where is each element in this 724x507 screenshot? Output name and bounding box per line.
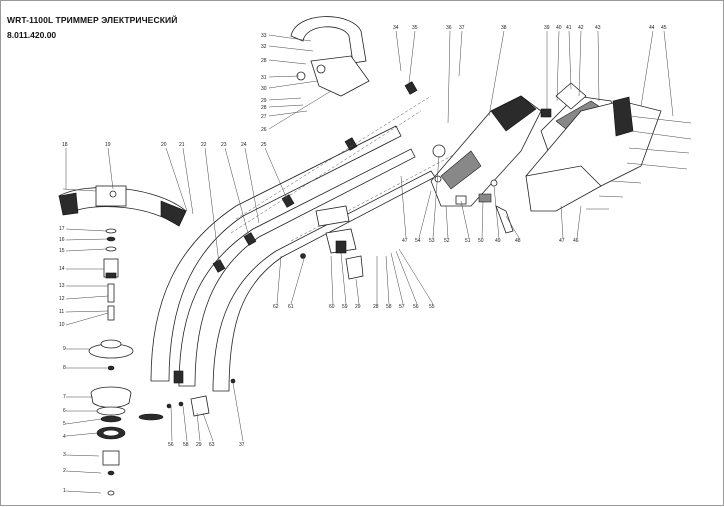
callout-17: 17 bbox=[59, 226, 65, 232]
callout-50: 50 bbox=[478, 238, 484, 244]
callout-47-left: 47 bbox=[402, 238, 408, 244]
callout-29-mid: 29 bbox=[355, 304, 361, 310]
callout-52: 52 bbox=[444, 238, 450, 244]
shaft-end-cap bbox=[173, 370, 184, 384]
callout-54: 54 bbox=[415, 238, 421, 244]
callout-31: 31 bbox=[261, 75, 267, 81]
callout-14: 14 bbox=[59, 266, 65, 272]
callout-60: 60 bbox=[329, 304, 335, 310]
callout-29-low: 29 bbox=[196, 442, 202, 448]
callout-18: 18 bbox=[62, 142, 68, 148]
callout-27: 27 bbox=[261, 114, 267, 120]
callout-62: 62 bbox=[273, 304, 279, 310]
front-handle-clamp bbox=[300, 205, 364, 280]
shaft-clamp-lower bbox=[166, 378, 236, 417]
callout-7: 7 bbox=[63, 394, 66, 400]
callout-51: 51 bbox=[465, 238, 471, 244]
callout-61: 61 bbox=[288, 304, 294, 310]
callout-26: 26 bbox=[261, 127, 267, 133]
callout-33: 33 bbox=[261, 33, 267, 39]
callout-36: 36 bbox=[446, 25, 452, 31]
callout-13: 13 bbox=[59, 283, 65, 289]
callout-1: 1 bbox=[63, 488, 66, 494]
callout-40: 40 bbox=[556, 25, 562, 31]
leader-lines bbox=[65, 30, 674, 494]
callout-45: 45 bbox=[661, 25, 667, 31]
callout-19: 19 bbox=[105, 142, 111, 148]
housing-screws bbox=[586, 115, 692, 210]
callout-5: 5 bbox=[63, 421, 66, 427]
callout-8: 8 bbox=[63, 365, 66, 371]
motor-housing-left bbox=[430, 95, 542, 207]
callout-21: 21 bbox=[179, 142, 185, 148]
callout-49: 49 bbox=[495, 238, 501, 244]
callout-53: 53 bbox=[429, 238, 435, 244]
callout-9: 9 bbox=[63, 346, 66, 352]
callout-56: 56 bbox=[413, 304, 419, 310]
callout-42: 42 bbox=[578, 25, 584, 31]
callout-39: 39 bbox=[544, 25, 550, 31]
callout-30: 30 bbox=[261, 86, 267, 92]
callout-44: 44 bbox=[649, 25, 655, 31]
callout-63: 63 bbox=[209, 442, 215, 448]
callout-58-low: 58 bbox=[183, 442, 189, 448]
callout-2: 2 bbox=[63, 468, 66, 474]
callout-11: 11 bbox=[59, 309, 64, 315]
small-motor-parts bbox=[455, 179, 514, 234]
callout-6: 6 bbox=[63, 408, 66, 414]
callout-15: 15 bbox=[59, 248, 65, 254]
callout-28: 28 bbox=[261, 105, 267, 111]
callout-10: 10 bbox=[59, 322, 65, 328]
loop-handle bbox=[290, 16, 370, 97]
callout-37: 37 bbox=[239, 442, 245, 448]
callout-20: 20 bbox=[161, 142, 167, 148]
callout-28-mid: 28 bbox=[373, 304, 379, 310]
trimmer-guard bbox=[58, 185, 187, 227]
callout-25-shaft: 25 bbox=[261, 142, 267, 148]
callout-38: 38 bbox=[501, 25, 507, 31]
callout-12: 12 bbox=[59, 296, 65, 302]
callout-34: 34 bbox=[393, 25, 399, 31]
callout-29-top: 29 bbox=[261, 98, 267, 104]
callout-24: 24 bbox=[241, 142, 247, 148]
callout-58: 58 bbox=[386, 304, 392, 310]
callout-47: 47 bbox=[559, 238, 565, 244]
drawing-title: WRT-1100L ТРИММЕР ЭЛЕКТРИЧЕСКИЙ bbox=[7, 15, 178, 25]
callout-4: 4 bbox=[63, 434, 66, 440]
callout-37-top: 37 bbox=[459, 25, 465, 31]
callout-32: 32 bbox=[261, 44, 267, 50]
callout-23: 23 bbox=[221, 142, 227, 148]
callout-43: 43 bbox=[595, 25, 601, 31]
callout-55: 55 bbox=[429, 304, 435, 310]
article-number: 8.011.420.00 bbox=[7, 30, 57, 40]
motor-housing-right bbox=[525, 96, 662, 212]
callout-41: 41 bbox=[566, 25, 572, 31]
callout-56-low: 56 bbox=[168, 442, 174, 448]
callout-46: 46 bbox=[573, 238, 579, 244]
callout-57: 57 bbox=[399, 304, 405, 310]
callout-48: 48 bbox=[515, 238, 521, 244]
callout-16: 16 bbox=[59, 237, 65, 243]
shaft-sleeves bbox=[212, 81, 418, 273]
callout-28-top: 28 bbox=[261, 58, 267, 64]
callout-labels: 1 2 3 4 5 6 7 8 9 10 11 12 13 14 15 16 1… bbox=[59, 25, 667, 494]
gear-stack bbox=[88, 228, 164, 496]
callout-35: 35 bbox=[412, 25, 418, 31]
callout-22: 22 bbox=[201, 142, 207, 148]
callout-59: 59 bbox=[342, 304, 348, 310]
callout-3: 3 bbox=[63, 452, 66, 458]
